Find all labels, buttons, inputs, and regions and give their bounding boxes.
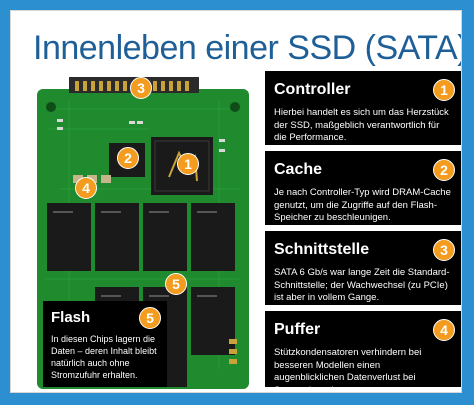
card-controller: Controller 1 Hierbei handelt es sich um …: [265, 71, 461, 145]
card-cache-text: Je nach Controller-Typ wird DRAM-Cache g…: [274, 187, 451, 223]
chip-markings: [53, 211, 217, 297]
card-flash: Flash 5 In diesen Chips lagern die Daten…: [43, 301, 167, 387]
card-interface: Schnittstelle 3 SATA 6 Gb/s war lange Ze…: [265, 231, 461, 305]
card-interface-header: Schnittstelle 3: [274, 237, 455, 263]
page-title: Innenleben einer SSD (SATA): [33, 29, 462, 67]
marker-flash: 5: [165, 273, 187, 295]
flash-chip: [95, 203, 139, 271]
marker-buffer: 4: [75, 177, 97, 199]
card-interface-heading: Schnittstelle: [274, 241, 370, 258]
card-cache-heading: Cache: [274, 161, 323, 178]
card-buffer-heading: Puffer: [274, 321, 321, 338]
card-buffer-text: Stützkondensatoren verhindern bei besser…: [274, 347, 422, 393]
infographic-frame: Innenleben einer SSD (SATA): [10, 10, 462, 393]
edge-pads: [229, 339, 237, 364]
card-buffer: Puffer 4 Stützkondensatoren verhindern b…: [265, 311, 461, 392]
flash-chip: [191, 287, 235, 355]
card-flash-heading: Flash: [51, 309, 91, 326]
card-interface-number: 3: [433, 239, 455, 261]
marker-interface: 3: [130, 77, 152, 99]
card-cache: Cache 2 Je nach Controller-Typ wird DRAM…: [265, 151, 461, 225]
marker-controller: 1: [177, 153, 199, 175]
card-flash-header: Flash 5: [51, 307, 161, 329]
card-buffer-number: 4: [433, 319, 455, 341]
card-controller-heading: Controller: [274, 81, 351, 98]
flash-chip: [191, 203, 235, 271]
card-controller-header: Controller 1: [274, 77, 455, 103]
flash-chip: [47, 203, 91, 271]
card-interface-text: SATA 6 Gb/s war lange Zeit die Standard-…: [274, 267, 450, 303]
card-controller-text: Hierbei handelt es sich um das Herzstück…: [274, 107, 449, 143]
card-cache-header: Cache 2: [274, 157, 455, 183]
card-cache-number: 2: [433, 159, 455, 181]
marker-cache: 2: [117, 147, 139, 169]
flash-chip: [143, 203, 187, 271]
card-buffer-header: Puffer 4: [274, 317, 455, 343]
buffer-capacitor: [101, 175, 111, 183]
mount-hole: [230, 102, 240, 112]
card-flash-text: In diesen Chips lagern die Daten – deren…: [51, 334, 157, 380]
card-flash-number: 5: [139, 307, 161, 329]
card-controller-number: 1: [433, 79, 455, 101]
mount-hole: [46, 102, 56, 112]
